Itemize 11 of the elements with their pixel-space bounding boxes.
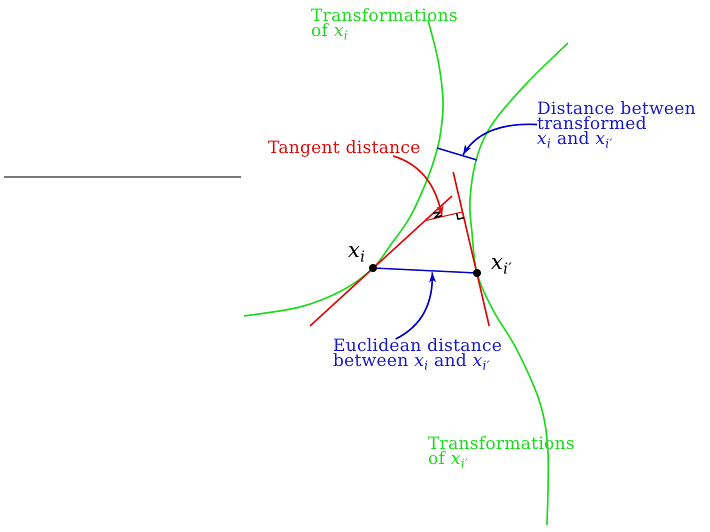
annotation-label: Distance between transformed x$_{i}$ and x$_{i′}$ [537,102,696,147]
leader-arrow [395,272,436,340]
tangent-distance-segment [424,210,463,222]
annotation-label: Tangent distance [268,141,421,156]
curve-label: Transformations of x$_{i}$ [311,9,458,39]
leader-arrow [392,155,444,216]
annotation-label: Euclidean distance between x$_{i}$ and x$_{i′}$ [333,339,502,369]
distance-segment [436,147,478,161]
point-label: x$_{i′}$ [491,252,512,273]
point-label: x$_{i}$ [348,240,366,261]
leader-arrow [462,123,538,156]
